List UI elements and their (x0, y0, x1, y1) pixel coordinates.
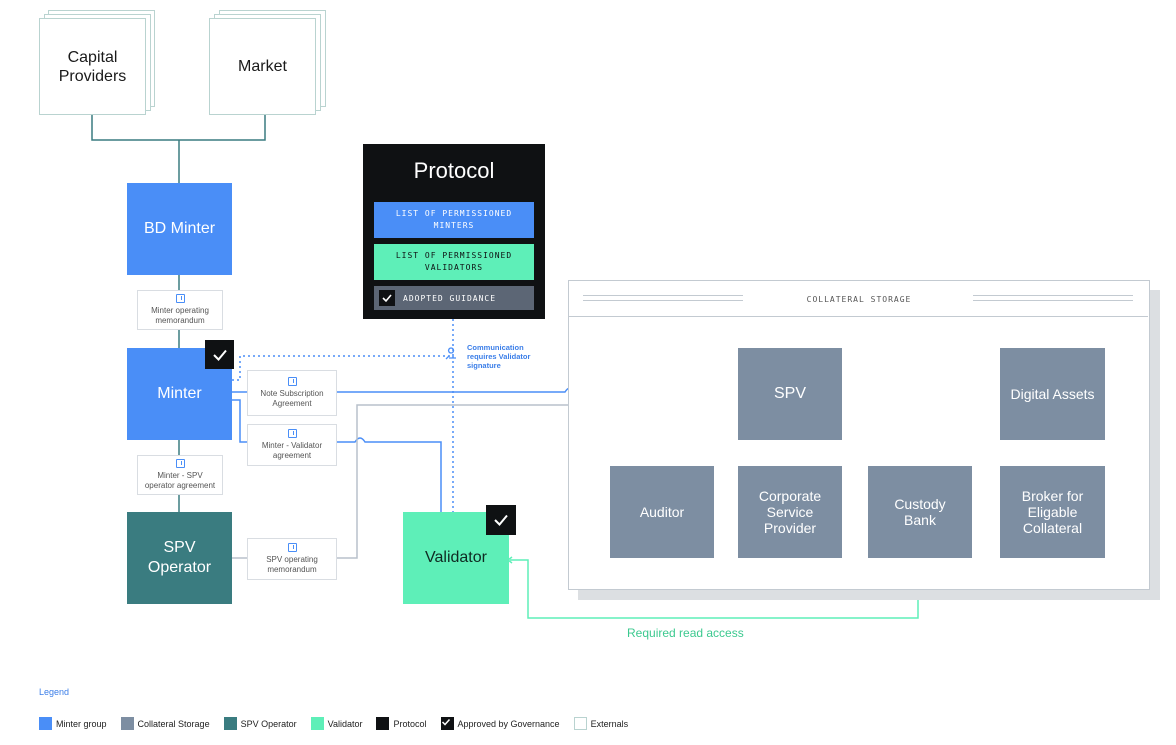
legend-label: Validator (327, 718, 363, 729)
signature-icon (444, 347, 458, 361)
adopted-guidance-label: ADOPTED GUIDANCE (403, 293, 497, 303)
legend-swatch (223, 717, 237, 730)
header-rule-left (583, 295, 743, 301)
legend-label: Externals (590, 718, 629, 729)
legend-label: Protocol (393, 718, 427, 729)
legend-swatch (120, 717, 134, 730)
auditor-label: Auditor (639, 504, 685, 520)
read-access-annotation: Required read access (627, 626, 744, 640)
minter-spv-operator-agreement-doc: Minter - SPV operator agreement (137, 455, 223, 495)
spv-operator-node: SPV Operator (127, 512, 232, 604)
spv-node: SPV (738, 348, 842, 440)
collateral-storage-title: COLLATERAL STORAGE (806, 294, 912, 304)
broker-label: Broker for Eligable Collateral (1021, 488, 1084, 536)
digital-assets-node: Digital Assets (1000, 348, 1105, 440)
legend-item-approved: Approved by Governance (440, 717, 560, 730)
corporate-service-provider-node: Corporate Service Provider (738, 466, 842, 558)
externals-connector (91, 112, 266, 141)
document-icon (175, 459, 185, 468)
checkmark-icon (494, 514, 508, 526)
checkmark-icon (382, 294, 392, 303)
digital-assets-label: Digital Assets (1010, 386, 1095, 402)
protocol-communication-line (232, 318, 454, 381)
checkmark-icon (212, 349, 227, 361)
list-of-permissioned-minters: LIST OF PERMISSIONED MINTERS (374, 202, 534, 238)
legend-label: SPV Operator (240, 718, 297, 729)
corporate-service-provider-label: Corporate Service Provider (758, 488, 822, 536)
minter-validator-agreement-doc: Minter - Validator agreement (247, 424, 337, 466)
market-label: Market (238, 57, 287, 75)
minter-validator-agreement-label: Minter - Validator agreement (261, 441, 323, 460)
document-icon (287, 543, 297, 552)
auditor-node: Auditor (610, 466, 714, 558)
minter-approved-badge (205, 340, 234, 369)
legend-item-externals: Externals (573, 717, 629, 730)
document-icon (287, 377, 297, 386)
legend-item-collateral-storage: Collateral Storage (120, 717, 210, 730)
adopted-guidance-check (379, 290, 395, 306)
capital-providers-node: Capital Providers (39, 18, 146, 115)
document-icon (287, 429, 297, 438)
broker-node: Broker for Eligable Collateral (1000, 466, 1105, 558)
market-node: Market (209, 18, 316, 115)
legend-swatch (310, 717, 324, 730)
adopted-guidance-row: ADOPTED GUIDANCE (374, 286, 534, 310)
legend-label: Minter group (56, 718, 107, 729)
bd-minter-label: BD Minter (143, 220, 216, 237)
document-icon (175, 294, 185, 303)
custody-bank-label: Custody Bank (894, 496, 946, 528)
minter-label: Minter (157, 385, 202, 402)
validator-approved-badge (486, 505, 516, 535)
legend-swatch (376, 717, 390, 730)
legend-label: Approved by Governance (457, 718, 560, 729)
legend-item-protocol: Protocol (376, 717, 427, 730)
spv-operating-memorandum-label: SPV operating memorandum (266, 555, 318, 574)
legend-title: Legend (39, 687, 70, 697)
checkmark-icon (440, 717, 454, 730)
collateral-storage-header: COLLATERAL STORAGE (569, 281, 1148, 317)
header-rule-right (973, 295, 1133, 301)
protocol-title: Protocol (413, 158, 495, 183)
custody-bank-node: Custody Bank (868, 466, 972, 558)
note-subscription-agreement-label: Note Subscription Agreement (260, 389, 324, 408)
validator-label: Validator (425, 549, 487, 566)
legend-item-minter-group: Minter group (39, 717, 107, 730)
legend-item-validator: Validator (310, 717, 363, 730)
spv-label: SPV (773, 385, 806, 402)
legend-label: Collateral Storage (137, 718, 210, 729)
capital-providers-label: Capital Providers (58, 48, 127, 85)
spv-operating-memorandum-doc: SPV operating memorandum (247, 538, 337, 580)
protocol-node: Protocol LIST OF PERMISSIONED MINTERS LI… (363, 144, 545, 319)
communication-annotation: Communication requires Validator signatu… (467, 343, 531, 370)
legend: Minter group Collateral Storage SPV Oper… (39, 717, 642, 730)
minter-spv-operator-agreement-label: Minter - SPV operator agreement (144, 471, 216, 490)
legend-swatch (573, 717, 587, 730)
legend-swatch (39, 717, 52, 730)
note-subscription-agreement-doc: Note Subscription Agreement (247, 370, 337, 416)
spv-operator-label: SPV Operator (147, 539, 212, 576)
legend-item-spv-operator: SPV Operator (223, 717, 297, 730)
minter-operating-memorandum-doc: Minter operating memorandum (137, 290, 223, 330)
bd-minter-node: BD Minter (127, 183, 232, 275)
minter-operating-memorandum-label: Minter operating memorandum (151, 306, 209, 325)
list-of-permissioned-validators: LIST OF PERMISSIONED VALIDATORS (374, 244, 534, 280)
